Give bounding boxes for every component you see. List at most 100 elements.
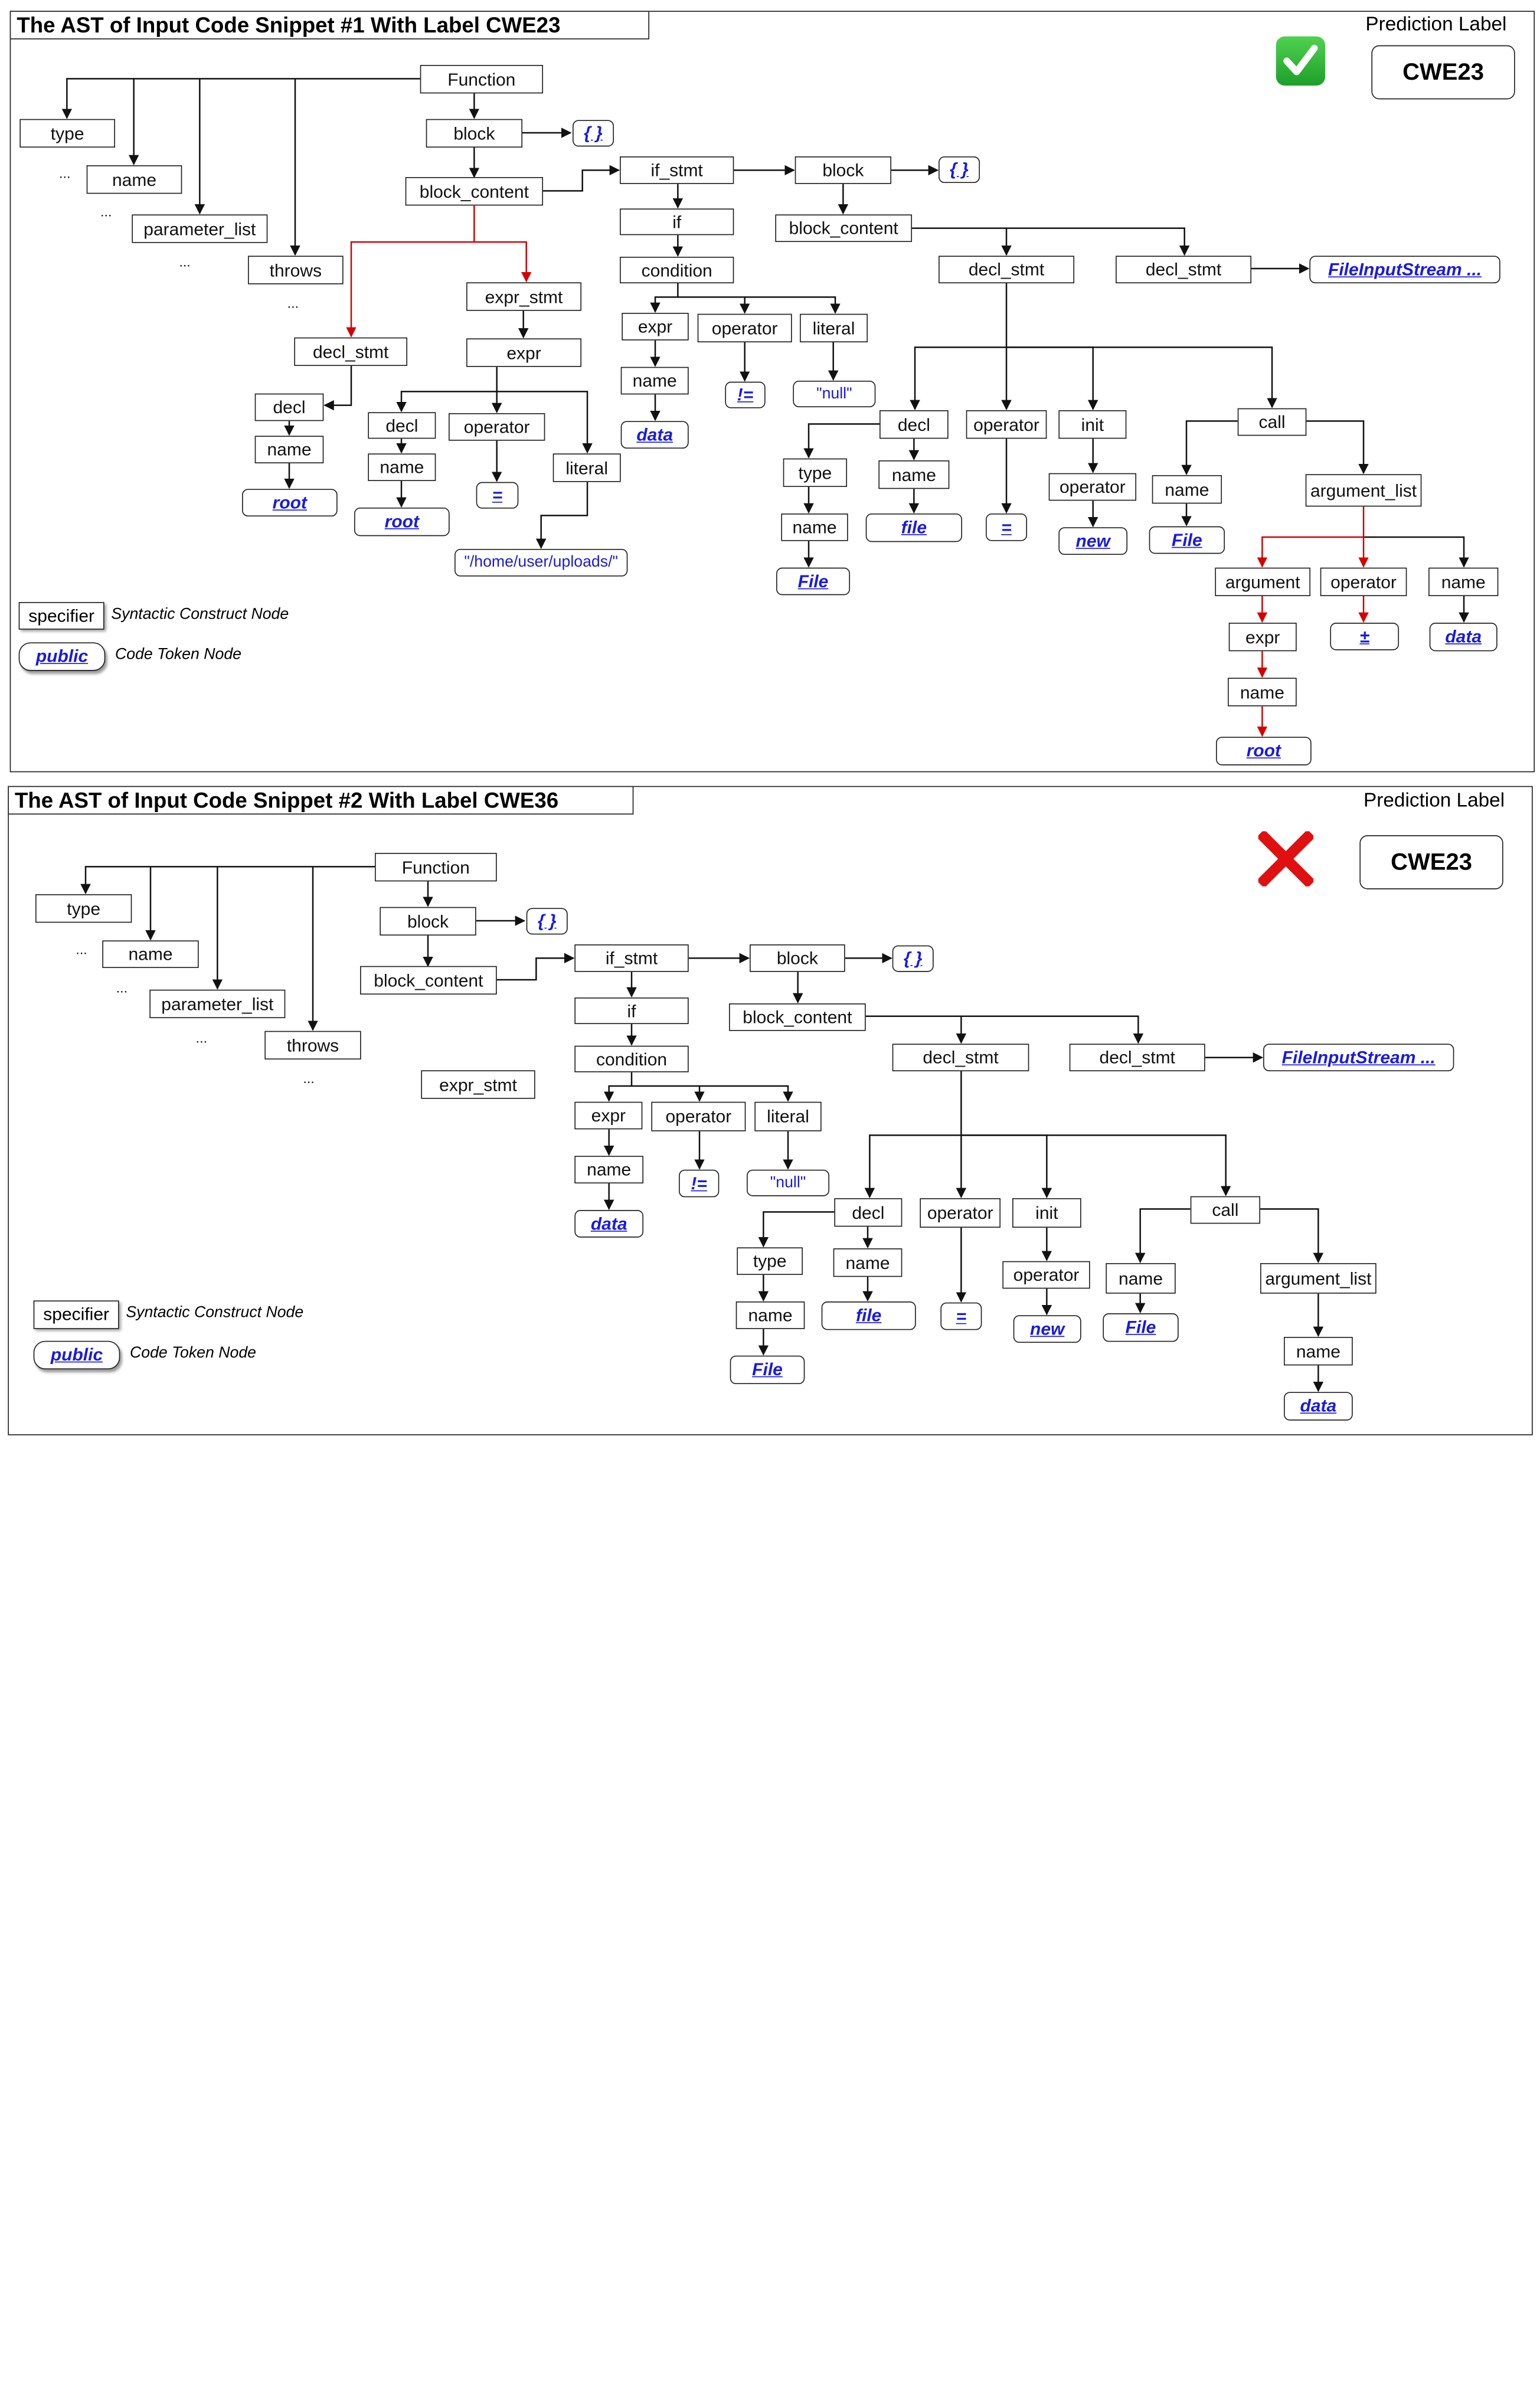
panel-1	[9, 11, 1535, 773]
ast-token-null-string: "null"	[793, 381, 876, 408]
ast-node-decl: decl	[254, 393, 324, 421]
ast-token-root: root	[242, 489, 338, 517]
ast-token-data: data	[620, 421, 689, 449]
ast-node-parameter-list: parameter_list	[132, 214, 268, 243]
legend-construct-node: specifier	[18, 602, 104, 630]
ellipsis: ...	[287, 295, 299, 311]
ellipsis: ...	[303, 1070, 315, 1087]
ast-node-decl-stmt: decl_stmt	[294, 337, 408, 367]
ast-token-braces: { }	[892, 945, 934, 972]
ast-node-literal: literal	[552, 453, 621, 482]
panel-2-prediction-label: Prediction Label	[1364, 790, 1505, 812]
ast-node-init: init	[1058, 410, 1127, 439]
legend-construct-node: specifier	[33, 1300, 119, 1329]
ast-token-file-var: file	[865, 513, 963, 542]
ast-node-operator: operator	[920, 1198, 1001, 1228]
ast-node-name: name	[1428, 567, 1499, 597]
ast-node-name: name	[1228, 678, 1297, 707]
ast-node-if: if	[620, 208, 734, 236]
ast-token-file-call: File	[1103, 1313, 1179, 1342]
ast-node-operator: operator	[651, 1101, 746, 1131]
legend-token-node: public	[18, 642, 106, 671]
ast-token-null-string: "null"	[747, 1169, 830, 1196]
legend-construct-desc: Syntactic Construct Node	[111, 606, 289, 623]
ast-node-name: name	[254, 436, 324, 464]
ast-node-name: name	[102, 940, 199, 969]
ast-node-function: Function	[420, 65, 544, 94]
panel-1-prediction-label: Prediction Label	[1365, 14, 1507, 36]
ast-node-name: name	[620, 367, 689, 395]
legend-token-node: public	[33, 1340, 120, 1370]
ast-token-path-string: "/home/user/uploads/"	[455, 549, 628, 577]
ast-node-call: call	[1237, 408, 1307, 436]
ast-node-init: init	[1012, 1198, 1081, 1228]
ast-node-decl: decl	[834, 1198, 903, 1227]
green-check-icon	[1276, 36, 1326, 86]
ast-token-new: new	[1013, 1315, 1081, 1343]
panel-1-prediction-value: CWE23	[1371, 45, 1515, 100]
ast-node-condition: condition	[574, 1045, 689, 1072]
ast-node-if-stmt: if_stmt	[620, 156, 734, 184]
ast-node-name: name	[574, 1156, 644, 1184]
ast-node-expr: expr	[466, 338, 582, 367]
ast-node-block-content: block_content	[729, 1003, 866, 1031]
ast-node-name: name	[833, 1248, 903, 1277]
ast-node-type: type	[737, 1247, 803, 1275]
ast-token-not-equal: !=	[725, 381, 766, 408]
ast-edges	[61, 78, 1469, 1392]
ast-node-expr-stmt: expr_stmt	[466, 282, 582, 311]
ast-token-not-equal: !=	[679, 1169, 720, 1198]
ellipsis: ...	[100, 204, 112, 220]
ast-node-argument-list: argument_list	[1305, 474, 1422, 507]
ast-node-name: name	[735, 1301, 805, 1329]
ast-node-operator: operator	[1048, 473, 1137, 501]
ast-node-expr-stmt: expr_stmt	[421, 1070, 535, 1099]
ast-token-file-type: File	[730, 1355, 805, 1385]
ast-node-operator: operator	[1002, 1261, 1090, 1289]
ast-node-literal: literal	[754, 1101, 822, 1131]
ast-node-expr: expr	[622, 313, 689, 341]
ast-node-block: block	[794, 156, 892, 184]
ast-node-throws: throws	[264, 1031, 361, 1060]
panel-1-title: The AST of Input Code Snippet #1 With La…	[9, 11, 650, 40]
ast-node-name: name	[1106, 1263, 1176, 1294]
ast-node-name: name	[1152, 475, 1222, 504]
ellipsis: ...	[76, 941, 87, 957]
ast-token-root: root	[1216, 737, 1312, 766]
ast-node-condition: condition	[620, 257, 734, 284]
red-cross-icon	[1258, 831, 1314, 887]
ast-node-name: name	[878, 460, 950, 489]
ast-token-file-var: file	[821, 1301, 916, 1330]
ast-node-operator: operator	[1320, 567, 1407, 597]
ast-node-operator: operator	[966, 410, 1047, 439]
ast-node-throws: throws	[248, 256, 344, 284]
ast-node-operator: operator	[449, 413, 545, 441]
panel-2-prediction-value: CWE23	[1359, 835, 1503, 889]
ast-node-parameter-list: parameter_list	[149, 989, 286, 1019]
legend-construct-desc: Syntactic Construct Node	[126, 1304, 304, 1322]
ast-node-decl-stmt: decl_stmt	[892, 1044, 1029, 1072]
ast-node-block-content: block_content	[405, 177, 544, 206]
ast-node-block: block	[426, 119, 523, 148]
ast-node-decl: decl	[879, 410, 949, 439]
ast-node-decl: decl	[368, 412, 436, 439]
ast-token-assign: =	[986, 513, 1028, 541]
ast-node-block: block	[380, 907, 476, 936]
ast-node-expr: expr	[574, 1101, 643, 1130]
ellipsis: ...	[195, 1030, 208, 1046]
ellipsis: ...	[179, 254, 191, 270]
panel-2-title: The AST of Input Code Snippet #2 With La…	[8, 786, 634, 815]
ast-node-decl-stmt: decl_stmt	[1116, 256, 1252, 284]
ast-token-root: root	[354, 508, 450, 537]
ast-node-decl-stmt: decl_stmt	[939, 256, 1075, 284]
ast-node-type: type	[19, 119, 116, 148]
ast-token-braces: { }	[526, 908, 568, 935]
ast-token-assign: =	[940, 1302, 982, 1330]
ast-node-argument: argument	[1215, 567, 1311, 597]
ast-token-new: new	[1058, 527, 1128, 555]
ast-node-block: block	[750, 944, 845, 972]
ast-token-assign: =	[476, 482, 519, 509]
ast-node-block-content: block_content	[775, 214, 913, 243]
ast-token-file-type: File	[776, 567, 851, 596]
ast-node-if: if	[574, 997, 689, 1025]
